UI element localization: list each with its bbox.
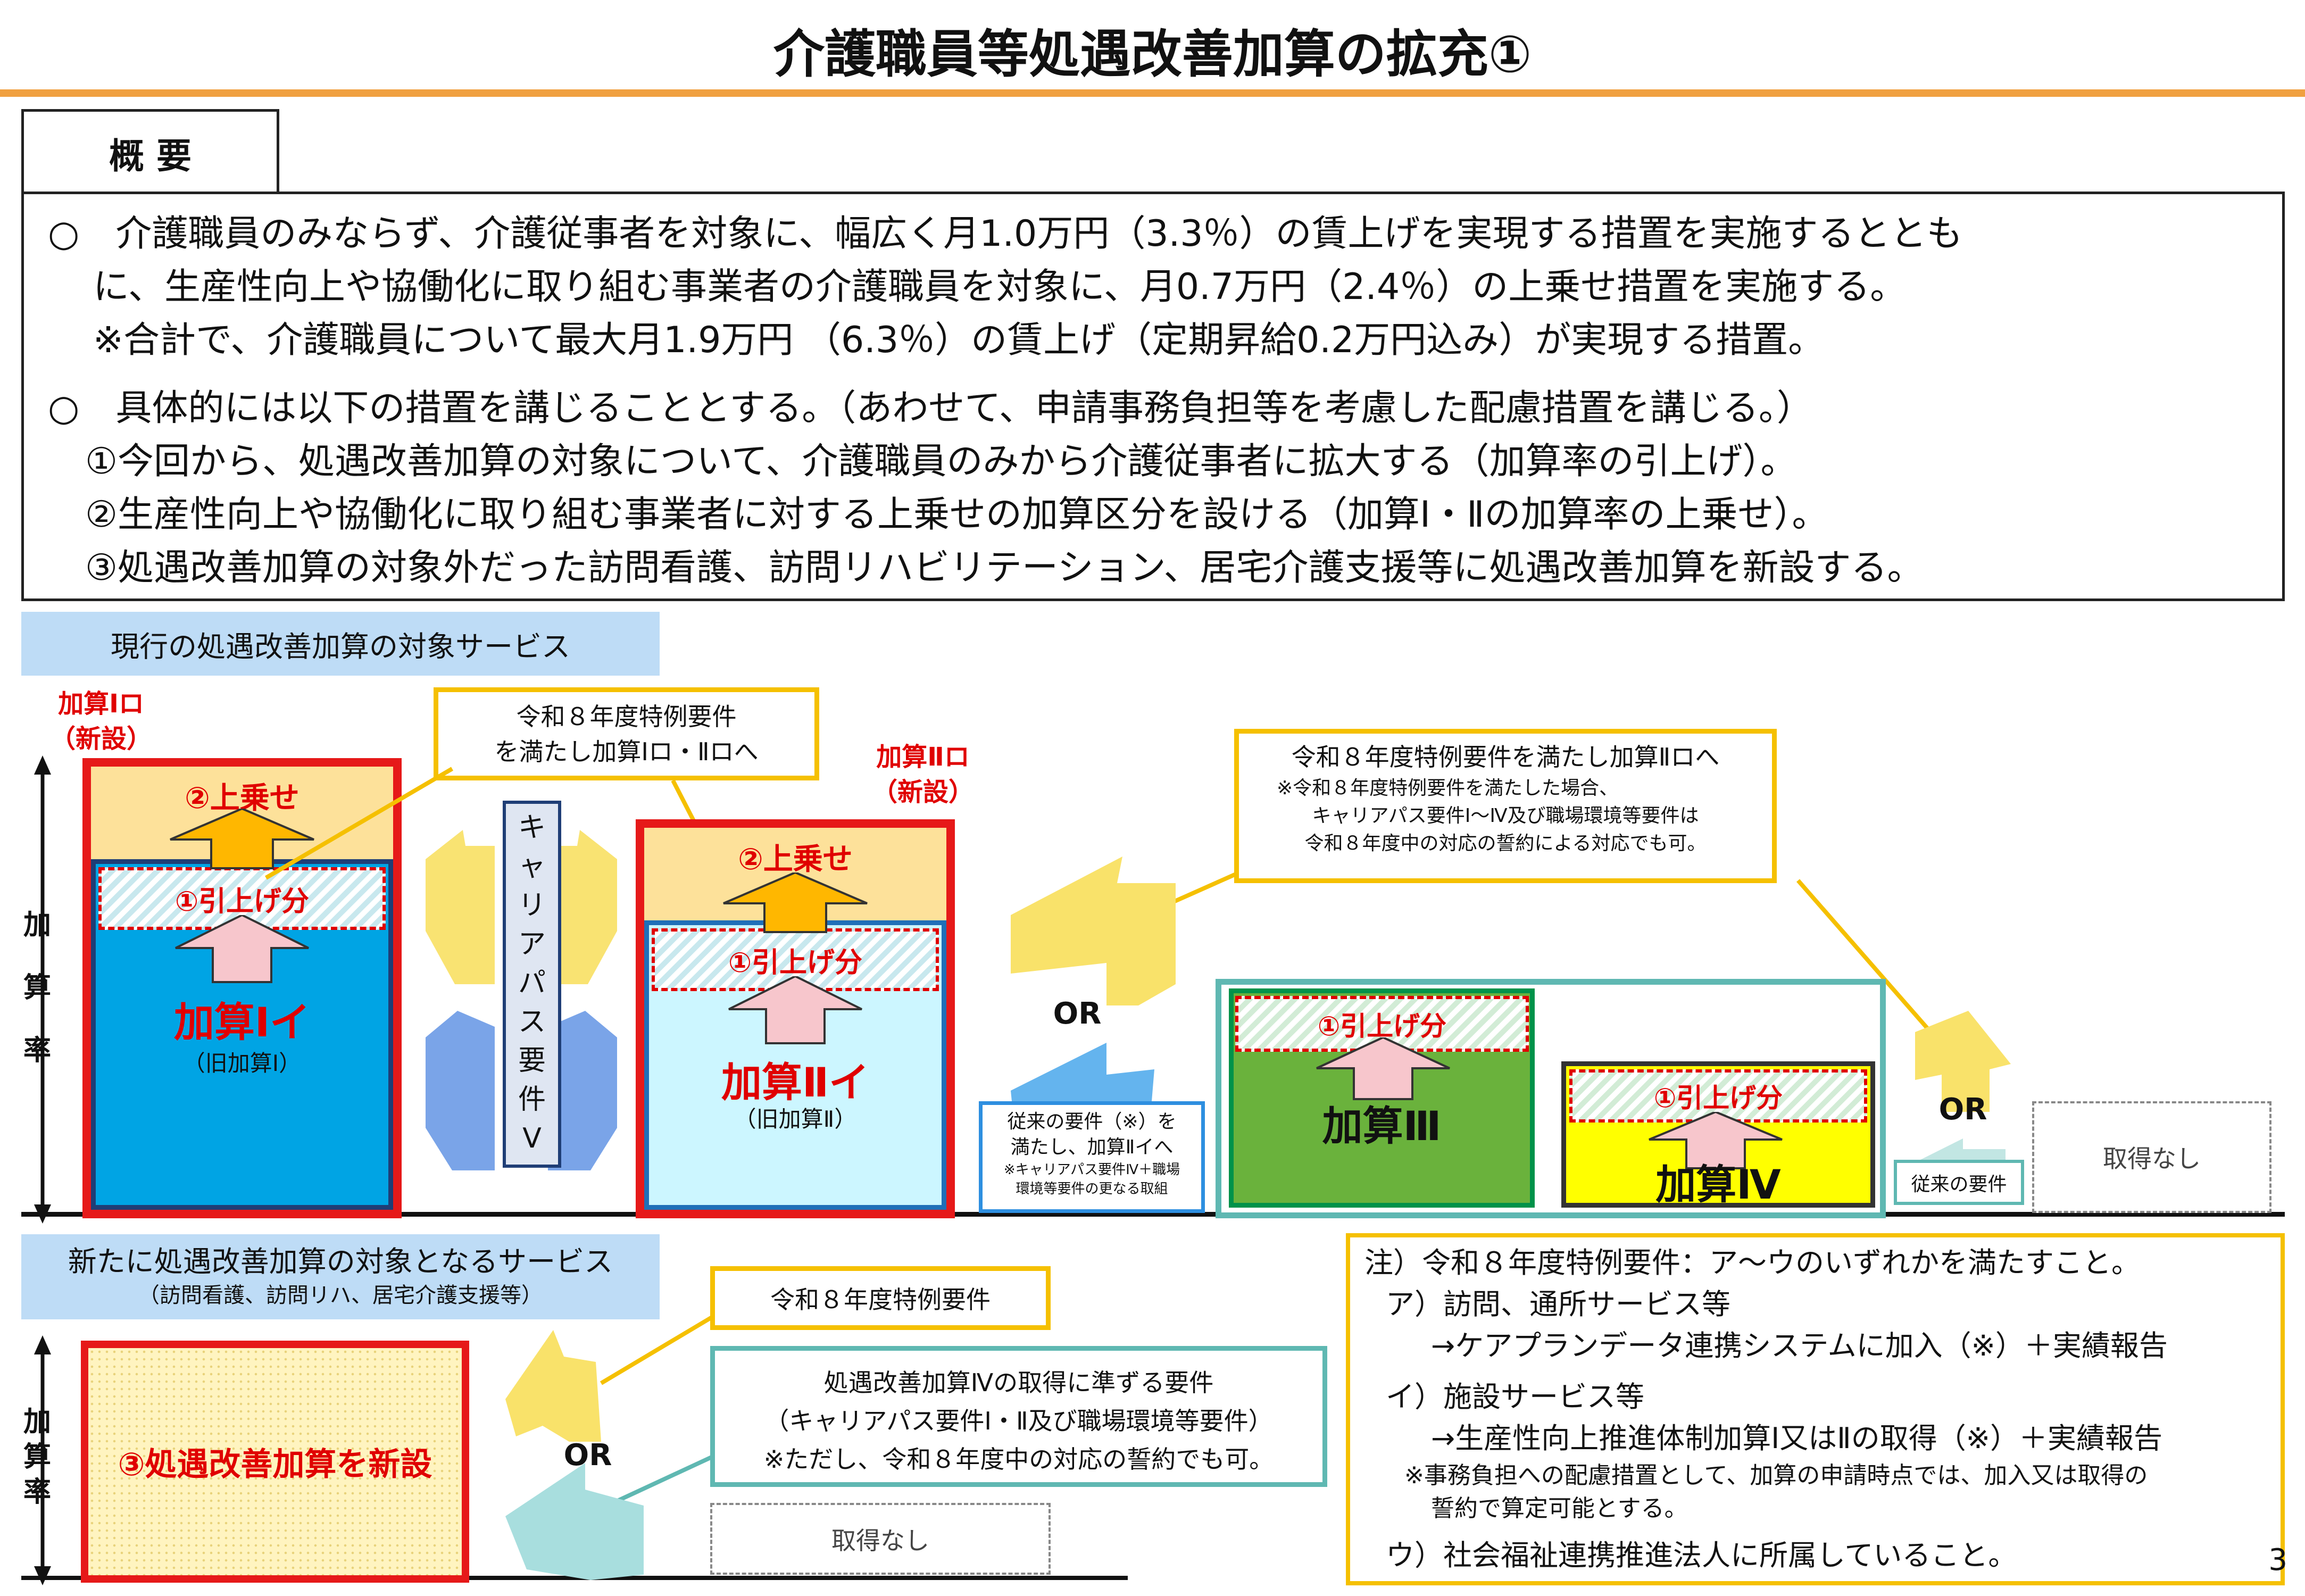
callout-tokurei-new: 令和８年度特例要件 xyxy=(710,1266,1051,1330)
axis-label-current: 加算率 xyxy=(23,909,51,1067)
axis-label-new: 加算率 xyxy=(23,1406,51,1508)
overview-line: に、生産性向上や協働化に取り組む事業者の介護職員を対象に、月0.7万円（2.4％… xyxy=(93,266,1907,308)
overview-line: ○ 介護職員のみならず、介護従事者を対象に、幅広く月1.0万円（3.3％）の賃上… xyxy=(48,213,1963,255)
overview-text: ○ 介護職員のみならず、介護従事者を対象に、幅広く月1.0万円（3.3％）の賃上… xyxy=(48,207,2277,595)
k2i-sublabel: （旧加算Ⅱ） xyxy=(734,1105,857,1132)
callout-tokurei-1 xyxy=(434,687,819,780)
k4-label: 加算Ⅳ xyxy=(1655,1161,1781,1208)
overview-tab: 概 要 xyxy=(21,109,279,194)
req-iv-box: 処遇改善加算Ⅳの取得に準ずる要件 （キャリアパス要件Ⅰ・Ⅱ及び職場環境等要件） … xyxy=(710,1346,1327,1487)
note-text: 注）令和８年度特例要件：ア～ウのいずれかを満たすこと。 ア）訪問、通所サービス等… xyxy=(1364,1246,2168,1572)
nashi-box-current: 取得なし xyxy=(2032,1101,2271,1213)
nashi-box-new: 取得なし xyxy=(710,1503,1051,1575)
overview-line: ①今回から、処遇改善加算の対象について、介護職員のみから介護従事者に拡大する（加… xyxy=(85,440,1797,483)
k2-uwanose-arrow xyxy=(723,872,868,933)
baseline-new xyxy=(21,1576,1128,1580)
title-underline xyxy=(0,89,2305,97)
shinsetsu-box: ③処遇改善加算を新設 xyxy=(81,1341,469,1583)
or-label-current: OR xyxy=(1053,996,1102,1031)
k2-hikiage-arrow xyxy=(728,976,862,1044)
overview-line: ②生産性向上や協働化に取り組む事業者に対する上乗せの加算区分を設ける（加算Ⅰ・Ⅱ… xyxy=(85,494,1828,536)
career-path-box xyxy=(503,801,561,1168)
juurai-small-box: 従来の要件 xyxy=(1894,1160,2024,1205)
k1i-sublabel: （旧加算Ⅰ） xyxy=(182,1050,302,1076)
k3-hikiage-arrow xyxy=(1316,1037,1450,1100)
baseline-current xyxy=(21,1212,2285,1217)
or-label-right: OR xyxy=(1938,1092,1987,1127)
k1-hikiage-arrow xyxy=(175,915,309,983)
callout-tokurei-1-text: 令和８年度特例要件を満たし加算Ⅰロ・Ⅱロへ xyxy=(494,702,759,766)
current-services-label: 現行の処遇改善加算の対象サービス xyxy=(21,612,660,676)
k1ro-label: 加算Ⅰロ（新設） xyxy=(49,689,152,754)
or-label-new: OR xyxy=(563,1437,612,1473)
k3-label: 加算Ⅲ xyxy=(1322,1102,1442,1150)
callout-tokurei-2 xyxy=(1234,729,1777,883)
k1-hikiage-box: ①引上げ分 xyxy=(98,867,386,930)
new-services-label: 新たに処遇改善加算の対象となるサービス （訪問看護、訪問リハ、居宅介護支援等） xyxy=(21,1234,660,1319)
callout-tokurei-2-text: 令和８年度特例要件を満たし加算Ⅱロへ ※令和８年度特例要件を満たした場合、 キャ… xyxy=(1277,743,1720,854)
overview-line: ※合計で、介護職員について最大月1.9万円 （6.3％）の賃上げ（定期昇給0.2… xyxy=(93,319,1825,361)
page-title: 介護職員等処遇改善加算の拡充① xyxy=(773,24,1532,84)
career-arrows xyxy=(426,830,617,1170)
page-number: 3 xyxy=(2268,1543,2287,1577)
juurai-box: 従来の要件（※）を 満たし、加算Ⅱイへ ※キャリアパス要件Ⅳ＋職場 環境等要件の… xyxy=(979,1101,1205,1213)
k1i-label: 加算Ⅰイ xyxy=(173,999,311,1046)
overview-line: ○ 具体的には以下の措置を講じることとする。（あわせて、申請事務負担等を考慮した… xyxy=(48,387,1813,429)
overview-box xyxy=(21,192,2285,601)
k2ro-label: 加算Ⅱロ（新設） xyxy=(871,742,974,807)
k2i-label: 加算Ⅱイ xyxy=(721,1058,870,1106)
new-arrows xyxy=(505,1330,644,1580)
k1-uwanose-arrow xyxy=(170,809,314,869)
overview-line: ③処遇改善加算の対象外だった訪問看護、訪問リハビリテーション、居宅介護支援等に処… xyxy=(85,547,1924,589)
note-box xyxy=(1346,1233,2285,1585)
k4-hikiage-arrow xyxy=(1649,1112,1783,1169)
k2-uwanose-label: ②上乗せ xyxy=(738,842,853,877)
